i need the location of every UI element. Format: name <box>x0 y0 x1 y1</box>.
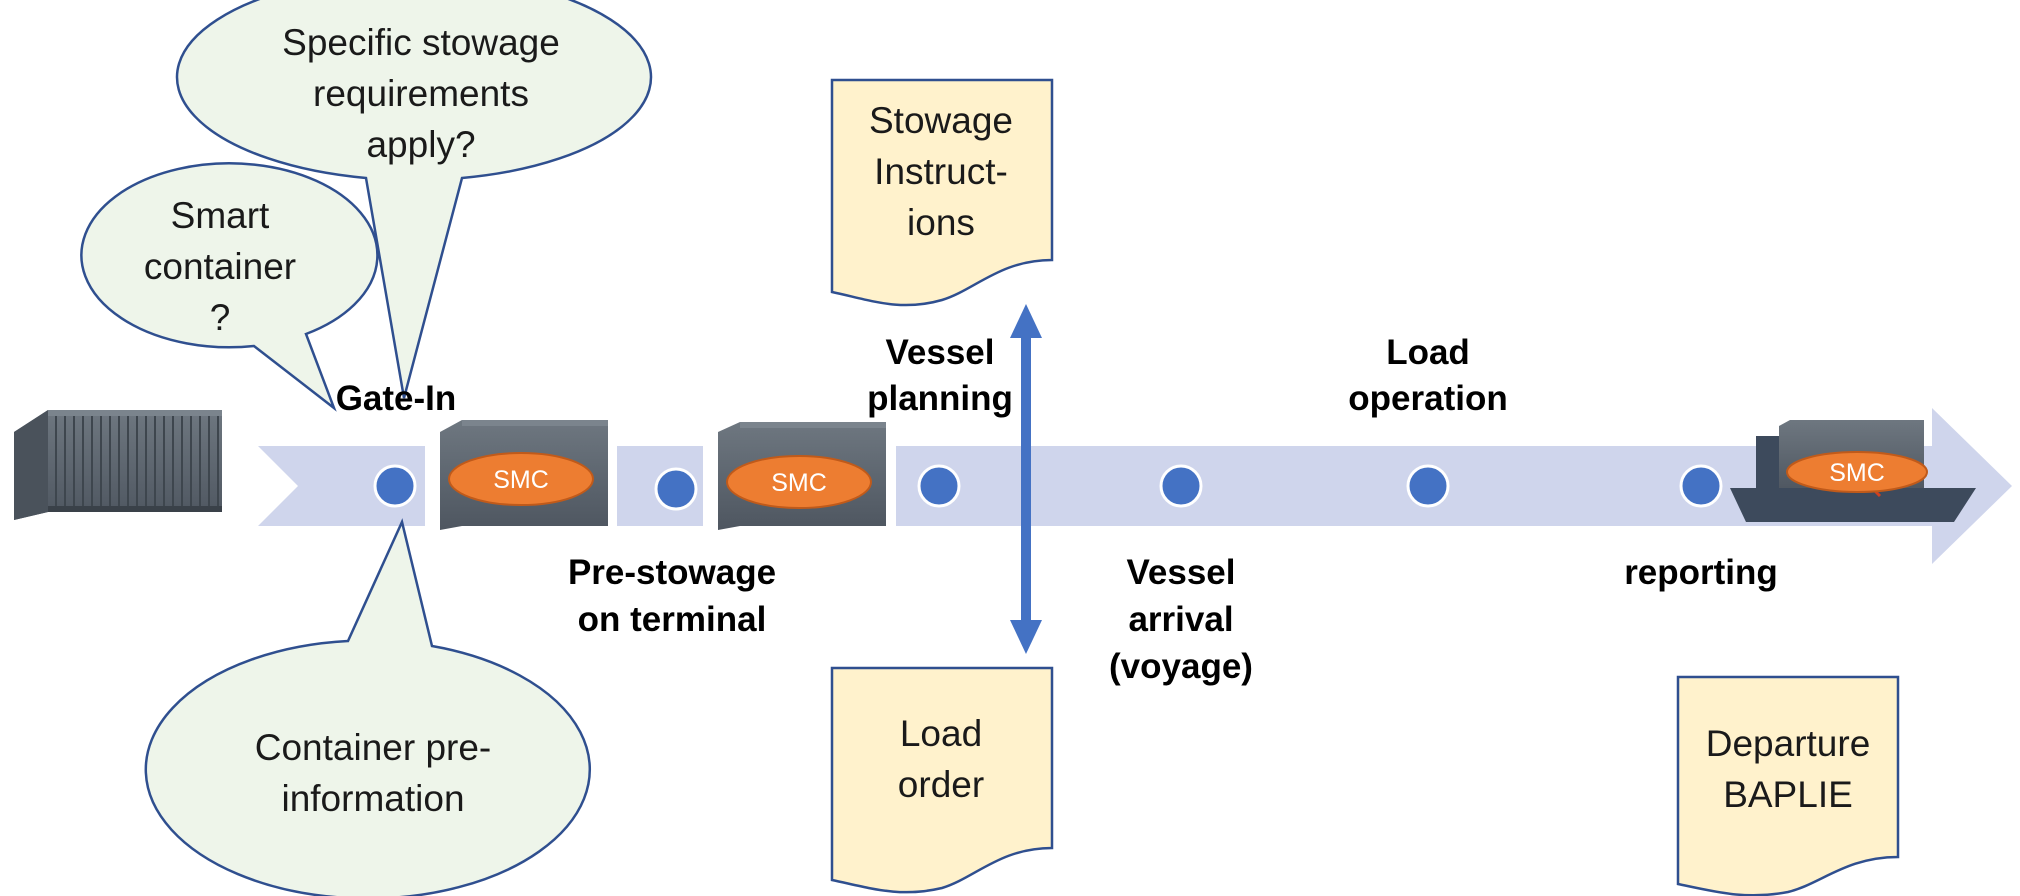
document-line: Stowage <box>869 100 1013 141</box>
bubble-pre-information: Container pre- information <box>144 518 592 896</box>
step-label-pre-stowage: on terminal <box>578 600 767 639</box>
node-vessel-arrival <box>1159 464 1203 508</box>
document-line: BAPLIE <box>1723 774 1853 815</box>
bubble-line: information <box>281 778 464 819</box>
document-departure-baplie: Departure BAPLIE <box>1676 675 1900 896</box>
milestone-nodes <box>373 464 1723 511</box>
step-label-load-operation: Load <box>1386 333 1470 372</box>
step-label-pre-stowage: Pre-stowage <box>568 553 776 592</box>
band-main-arrow <box>896 408 2012 564</box>
node-load-operation <box>1406 464 1450 508</box>
node-reporting <box>1679 464 1723 508</box>
document-load-order: Load order <box>830 666 1054 894</box>
band-start-chevron <box>258 446 425 526</box>
bubble-smart-container: Smart container ? <box>80 162 379 412</box>
double-arrow <box>1010 304 1042 654</box>
step-label-gate-in: Gate-In <box>336 379 457 418</box>
node-vessel-planning <box>917 464 961 508</box>
step-label-vessel-arrival: Vessel <box>1127 553 1236 592</box>
node-pre-stowage <box>654 467 698 511</box>
step-label-load-operation: operation <box>1348 379 1507 418</box>
smc-badge-gate: SMC <box>448 452 594 506</box>
bubble-stowage-requirements: Specific stowage requirements apply? <box>175 0 653 399</box>
step-label-reporting: reporting <box>1624 553 1778 592</box>
step-label-vessel-planning: Vessel <box>886 333 995 372</box>
container-image-left <box>14 410 222 520</box>
document-line: Instruct- <box>874 151 1008 192</box>
bubble-line: Smart <box>171 195 270 236</box>
bubble-line: Container pre- <box>255 727 492 768</box>
bubble-line: ? <box>210 297 231 338</box>
bubble-line: container <box>144 246 296 287</box>
smc-label: SMC <box>493 466 549 494</box>
step-label-vessel-planning: planning <box>867 379 1013 418</box>
step-labels: Gate-In Pre-stowage on terminal Vessel p… <box>336 333 1778 686</box>
document-line: order <box>898 764 984 805</box>
smc-label: SMC <box>771 469 827 497</box>
smc-badge-terminal: SMC <box>726 455 872 509</box>
document-line: Load <box>900 713 982 754</box>
document-line: Departure <box>1706 723 1871 764</box>
step-label-vessel-arrival: (voyage) <box>1109 647 1253 686</box>
timeline-band <box>258 408 2012 564</box>
bubble-line: requirements <box>313 73 529 114</box>
bubble-line: Specific stowage <box>282 22 560 63</box>
smc-label: SMC <box>1829 459 1885 487</box>
smc-badge-ship: SMC <box>1786 451 1928 493</box>
document-stowage-instructions: Stowage Instruct- ions <box>830 78 1054 307</box>
bubble-line: apply? <box>366 124 475 165</box>
step-label-vessel-arrival: arrival <box>1128 600 1233 639</box>
document-line: ions <box>907 202 975 243</box>
node-gate-in <box>373 464 417 508</box>
